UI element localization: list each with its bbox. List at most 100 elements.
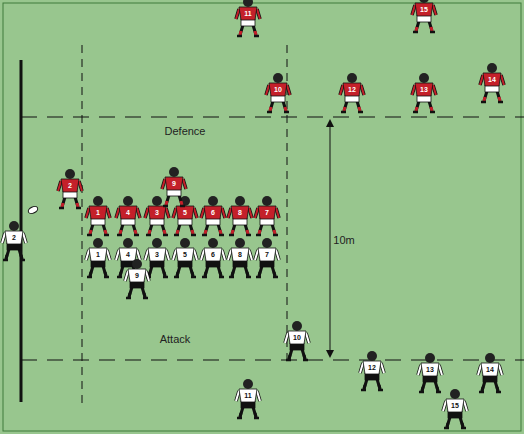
head: [208, 196, 218, 206]
socks: [166, 201, 182, 205]
boots: [413, 111, 435, 114]
boots: [419, 391, 441, 394]
jersey-number: 12: [348, 86, 356, 93]
socks: [205, 230, 221, 234]
socks: [205, 272, 221, 276]
boots: [237, 417, 259, 420]
head: [123, 196, 133, 206]
legs: [129, 287, 145, 297]
legs: [416, 21, 432, 31]
jersey-number: 10: [274, 86, 282, 93]
boots: [59, 207, 81, 210]
boots: [117, 234, 139, 237]
shirt: [483, 73, 501, 86]
shirt: [231, 206, 249, 219]
red-player: [201, 196, 225, 235]
legs: [6, 249, 22, 259]
socks: [149, 230, 165, 234]
rugby-ball: [27, 205, 39, 215]
shirt: [239, 7, 257, 20]
head: [487, 63, 497, 73]
red-player: [116, 196, 140, 235]
white-player: [418, 353, 442, 392]
white-player: [285, 321, 309, 360]
legs: [232, 224, 248, 234]
jersey-number: 1: [96, 251, 100, 258]
red-player: [173, 196, 197, 235]
head: [152, 238, 162, 248]
jersey-number: 8: [238, 209, 242, 216]
jersey-number: 13: [426, 366, 434, 373]
shirt: [61, 179, 79, 192]
shirt: [128, 269, 146, 282]
legs: [149, 266, 165, 276]
white-player: [2, 221, 26, 260]
legs: [205, 266, 221, 276]
legs: [270, 101, 286, 111]
shirt: [415, 83, 433, 96]
head: [132, 259, 142, 269]
socks: [177, 230, 193, 234]
head: [273, 73, 283, 83]
legs: [149, 224, 165, 234]
boots: [237, 35, 259, 38]
boots: [174, 276, 196, 279]
shirt: [89, 248, 107, 261]
socks: [90, 230, 106, 234]
jersey-number: 7: [265, 209, 269, 216]
jersey-number: 15: [420, 6, 428, 13]
head: [367, 351, 377, 361]
head: [485, 353, 495, 363]
boots: [286, 359, 308, 362]
legs: [232, 266, 248, 276]
legs: [177, 266, 193, 276]
legs: [289, 349, 305, 359]
frame: [3, 3, 521, 431]
shirt: [204, 248, 222, 261]
shirt: [231, 248, 249, 261]
red-player: [340, 73, 364, 112]
jersey-number: 8: [238, 251, 242, 258]
jersey-number: 9: [135, 272, 139, 279]
jersey-number: 2: [68, 182, 72, 189]
boots: [267, 111, 289, 114]
socks: [416, 107, 432, 111]
jersey-number: 5: [183, 209, 187, 216]
boots: [87, 234, 109, 237]
red-player: [480, 63, 504, 102]
head: [235, 238, 245, 248]
red-player: [58, 169, 82, 208]
jersey-number: 12: [368, 364, 376, 371]
jersey-number: 11: [244, 10, 251, 17]
head: [152, 196, 162, 206]
jersey-number: 2: [12, 234, 16, 241]
legs: [62, 197, 78, 207]
boots: [229, 234, 251, 237]
head: [419, 73, 429, 83]
white-player: [255, 238, 279, 277]
white-player: [478, 353, 502, 392]
jersey-number: 6: [211, 209, 215, 216]
head: [450, 389, 460, 399]
jersey-number: 5: [183, 251, 187, 258]
field-label: Defence: [165, 125, 206, 137]
legs: [259, 266, 275, 276]
boots: [87, 276, 109, 279]
head: [235, 196, 245, 206]
white-player: [236, 379, 260, 418]
boots: [202, 234, 224, 237]
boots: [126, 297, 148, 300]
boots: [174, 234, 196, 237]
socks: [289, 355, 305, 359]
shirt: [176, 206, 194, 219]
jersey-number: 3: [155, 209, 159, 216]
shirt: [165, 177, 183, 190]
head: [180, 238, 190, 248]
shirt: [481, 363, 499, 376]
head: [262, 196, 272, 206]
head: [65, 169, 75, 179]
head: [93, 238, 103, 248]
socks: [62, 203, 78, 207]
head: [425, 353, 435, 363]
jersey-number: 13: [420, 86, 428, 93]
